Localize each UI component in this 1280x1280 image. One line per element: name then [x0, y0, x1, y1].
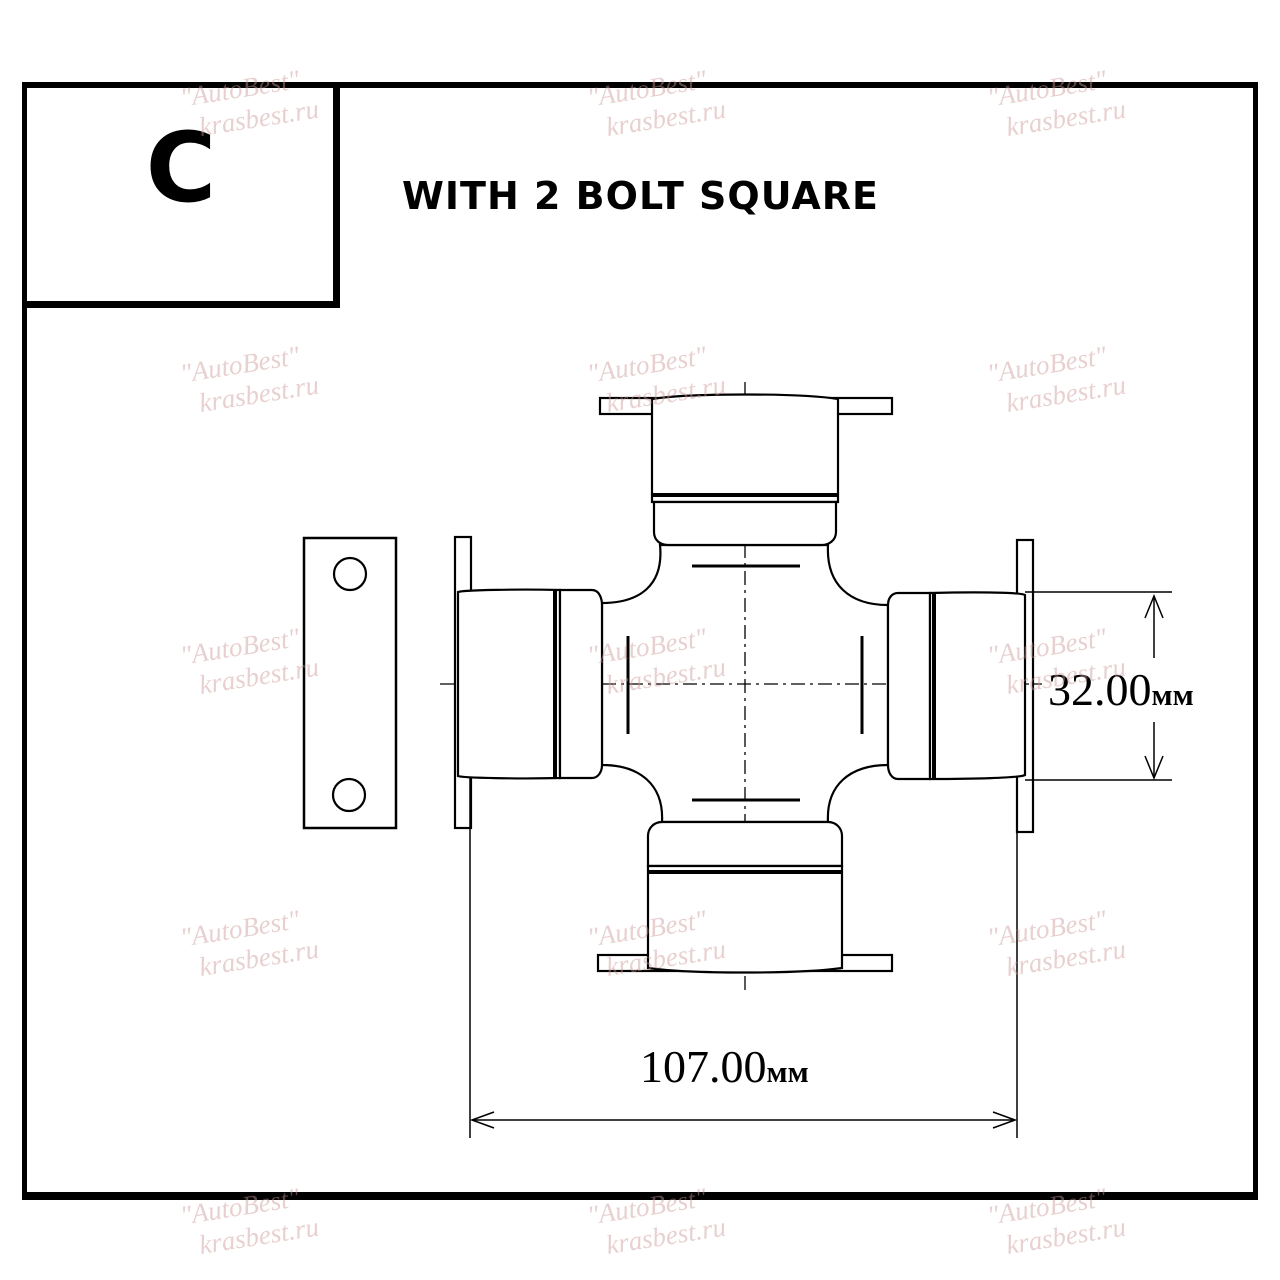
- drawing-heading: WITH 2 BOLT SQUARE: [402, 174, 880, 218]
- width-dimension-label: 107.00мм: [640, 1044, 809, 1090]
- bolt-hole-upper: [332, 556, 368, 592]
- bottom-bearing-cap: [596, 820, 894, 974]
- left-bearing-cap: [453, 535, 604, 830]
- width-unit: мм: [766, 1054, 809, 1089]
- bolt-plate: [302, 536, 398, 830]
- height-value: 32.00: [1048, 664, 1152, 715]
- bolt-hole-lower: [331, 777, 367, 813]
- height-dimension-label: 32.00мм: [1048, 667, 1194, 713]
- type-letter: C: [145, 112, 217, 224]
- height-unit: мм: [1151, 677, 1194, 712]
- drawing-frame: [22, 82, 1258, 1200]
- width-dimension: [469, 778, 1018, 1138]
- type-label-box: [22, 82, 340, 308]
- height-dimension: [1025, 591, 1172, 781]
- right-bearing-cap: [886, 538, 1035, 834]
- width-value: 107.00: [640, 1041, 767, 1092]
- top-bearing-cap: [598, 393, 894, 547]
